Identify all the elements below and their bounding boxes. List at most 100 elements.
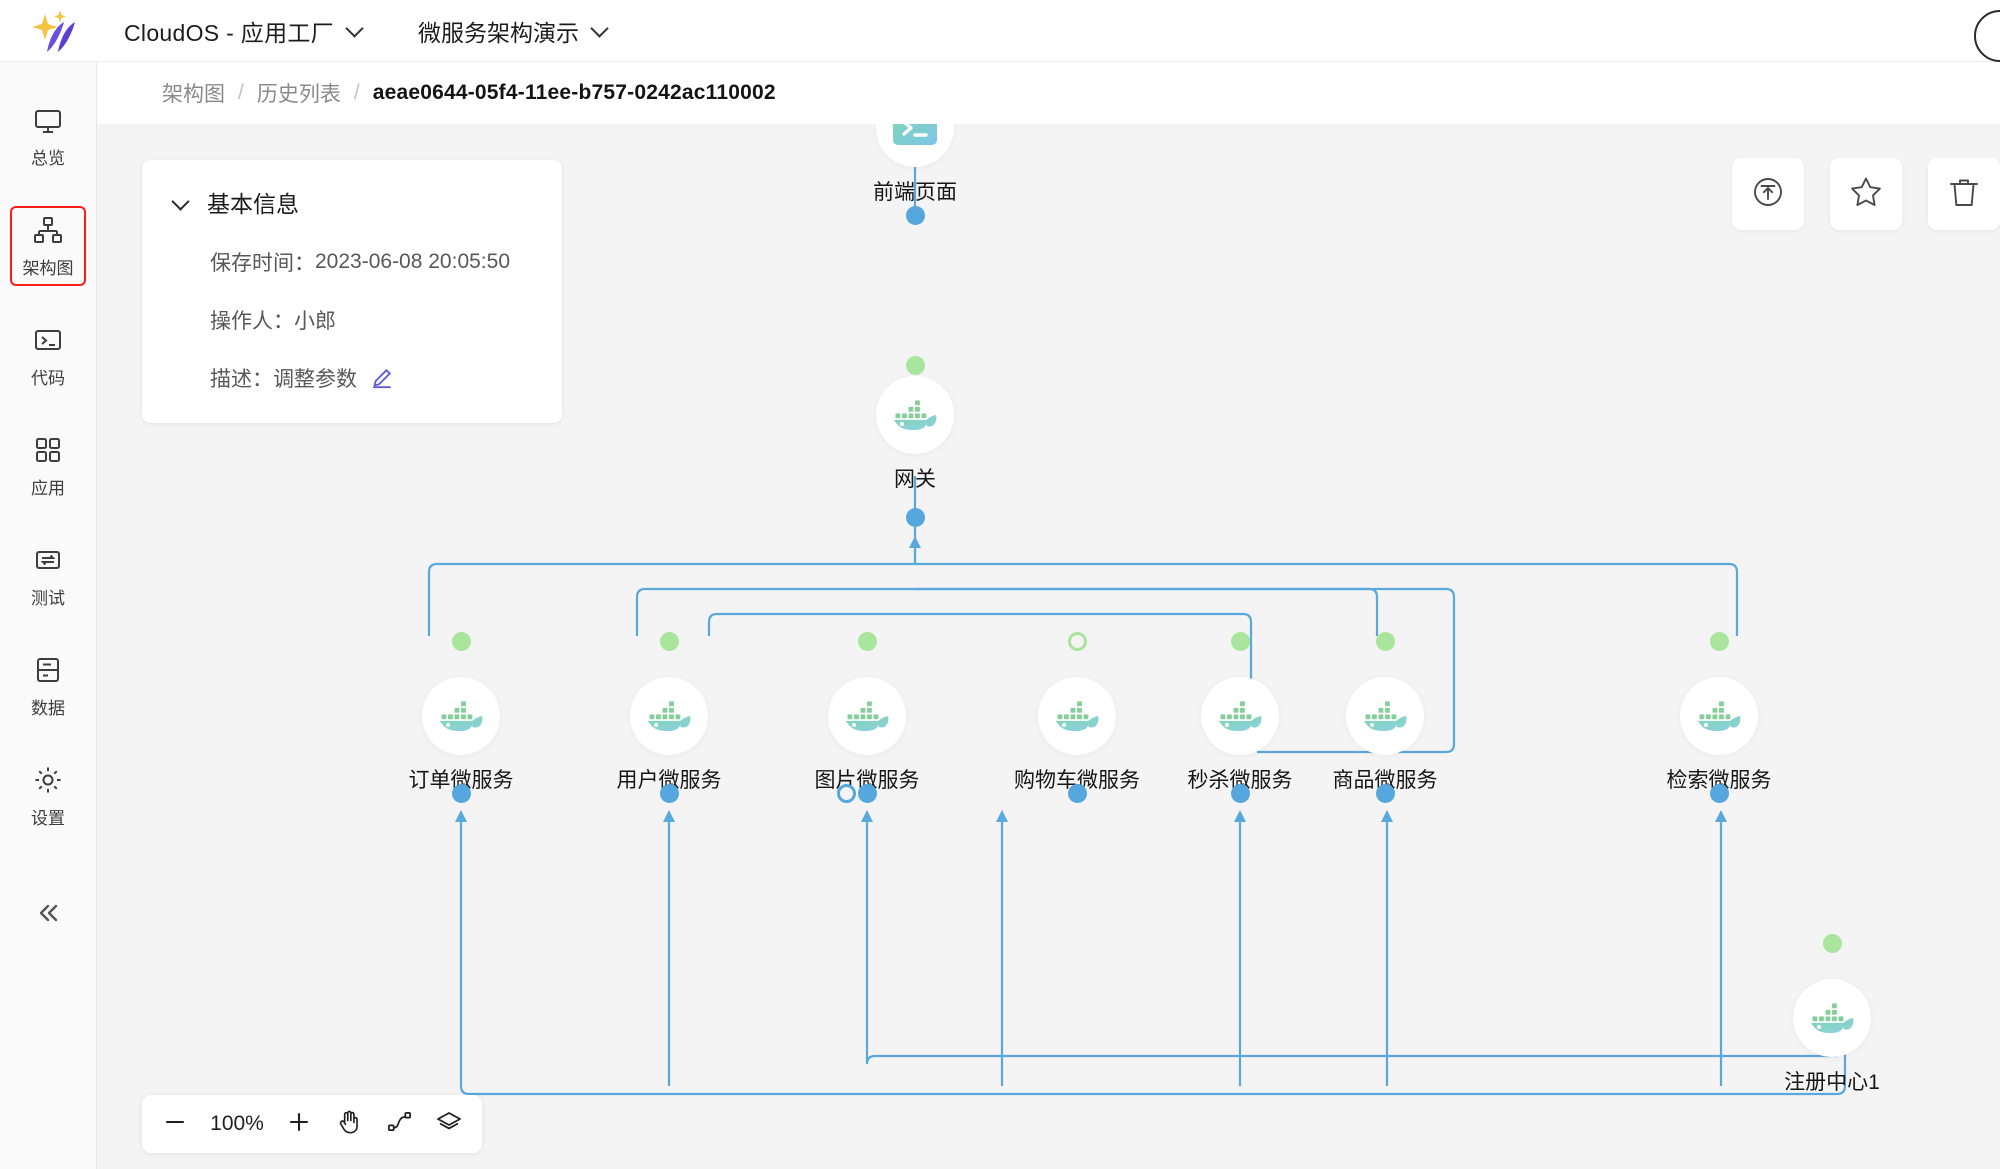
port-in-gateway[interactable] xyxy=(906,356,925,375)
operator-value: 小郎 xyxy=(294,310,336,333)
breadcrumb-bar: 架构图 / 历史列表 / aeae0644-05f4-11ee-b757-024… xyxy=(97,62,2000,124)
sidebar-label: 总览 xyxy=(31,149,65,168)
node-user[interactable]: 用户微服务 xyxy=(594,677,744,794)
port-out-seckill[interactable] xyxy=(1231,784,1250,803)
port-in-image[interactable] xyxy=(858,632,877,651)
breadcrumb-parent[interactable]: 历史列表 xyxy=(256,83,341,106)
sidebar-label: 代码 xyxy=(31,369,65,388)
user-avatar[interactable] xyxy=(1974,10,2000,62)
database-icon xyxy=(31,653,65,687)
node-seckill[interactable]: 秒杀微服务 xyxy=(1165,677,1315,794)
sidebar-item-data[interactable]: 数据 xyxy=(12,648,84,724)
docker-whale-icon xyxy=(841,696,893,736)
description-label: 描述： xyxy=(210,368,273,391)
node-icon-wrap[interactable] xyxy=(630,677,708,755)
pan-tool-button[interactable] xyxy=(324,1099,374,1149)
docker-whale-icon xyxy=(889,395,941,435)
node-gateway[interactable]: 网关 xyxy=(840,376,990,493)
port-in-search[interactable] xyxy=(1710,632,1729,651)
docker-whale-icon xyxy=(643,696,695,736)
product-name: CloudOS - 应用工厂 xyxy=(124,19,334,46)
double-chevron-left-icon xyxy=(31,896,65,935)
canvas-actions xyxy=(1732,158,2000,230)
port-out-gateway[interactable] xyxy=(906,508,925,527)
chevron-down-icon xyxy=(347,21,362,36)
node-icon-wrap[interactable] xyxy=(1038,677,1116,755)
port-in-product[interactable] xyxy=(1376,632,1395,651)
arrow-up-circle-icon xyxy=(1749,173,1787,216)
save-time-label: 保存时间： xyxy=(210,252,315,275)
port-out-cart[interactable] xyxy=(1068,784,1087,803)
node-product[interactable]: 商品微服务 xyxy=(1310,677,1460,794)
node-search[interactable]: 检索微服务 xyxy=(1644,677,1794,794)
port-out-order[interactable] xyxy=(452,784,471,803)
port-out-image[interactable] xyxy=(858,784,877,803)
sidebar-item-architecture[interactable]: 架构图 xyxy=(10,206,86,286)
connector-tool-button[interactable] xyxy=(374,1099,424,1149)
node-frontend[interactable]: 前端页面 xyxy=(840,124,990,206)
port-out-search[interactable] xyxy=(1710,784,1729,803)
terminal-app-icon xyxy=(891,124,939,148)
docker-whale-icon xyxy=(1806,998,1858,1038)
pencil-edit-icon[interactable] xyxy=(371,367,393,389)
node-icon-wrap[interactable] xyxy=(422,677,500,755)
node-label: 订单微服务 xyxy=(408,769,514,792)
basic-info-header[interactable]: 基本信息 xyxy=(172,185,532,219)
restore-button[interactable] xyxy=(1732,158,1804,230)
sidebar: 总览 架构图 代码 应用 xyxy=(0,62,97,1169)
node-label: 商品微服务 xyxy=(1332,769,1438,792)
sidebar-item-test[interactable]: 测试 xyxy=(12,538,84,614)
port-out-product[interactable] xyxy=(1376,784,1395,803)
edge-route-icon xyxy=(386,1108,413,1140)
sidebar-item-overview[interactable]: 总览 xyxy=(12,98,84,174)
port-in-registry1[interactable] xyxy=(1823,934,1842,953)
sidebar-label: 应用 xyxy=(31,479,65,498)
zoom-in-button[interactable] xyxy=(274,1099,324,1149)
diagram-edges xyxy=(427,142,1847,1096)
node-label: 网关 xyxy=(894,468,936,491)
node-icon-wrap[interactable] xyxy=(1680,677,1758,755)
sidebar-collapse-button[interactable] xyxy=(18,890,78,940)
node-cart[interactable]: 购物车微服务 xyxy=(1002,677,1152,794)
node-image[interactable]: 图片微服务 xyxy=(792,677,942,794)
port-in-order[interactable] xyxy=(452,632,471,651)
delete-button[interactable] xyxy=(1928,158,2000,230)
product-switcher[interactable]: CloudOS - 应用工厂 xyxy=(124,14,362,48)
sidebar-item-settings[interactable]: 设置 xyxy=(12,758,84,834)
node-icon-wrap[interactable] xyxy=(876,124,954,167)
sidebar-item-code[interactable]: 代码 xyxy=(12,318,84,394)
project-switcher[interactable]: 微服务架构演示 xyxy=(418,14,607,48)
port-in-seckill[interactable] xyxy=(1231,632,1250,651)
description-value: 调整参数 xyxy=(273,368,357,391)
node-icon-wrap[interactable] xyxy=(876,376,954,454)
node-label: 注册中心1 xyxy=(1784,1071,1880,1094)
docker-whale-icon xyxy=(1214,696,1266,736)
zoom-out-button[interactable] xyxy=(150,1099,200,1149)
layers-button[interactable] xyxy=(424,1099,474,1149)
node-icon-wrap[interactable] xyxy=(1793,979,1871,1057)
grid-icon xyxy=(31,433,65,467)
port-out-frontend[interactable] xyxy=(906,206,925,225)
node-order[interactable]: 订单微服务 xyxy=(386,677,536,794)
save-time-value: 2023-06-08 20:05:50 xyxy=(315,250,510,273)
zoom-level[interactable]: 100% xyxy=(210,1112,264,1135)
breadcrumb-root[interactable]: 架构图 xyxy=(162,83,225,106)
node-icon-wrap[interactable] xyxy=(828,677,906,755)
sidebar-item-apps[interactable]: 应用 xyxy=(12,428,84,504)
node-icon-wrap[interactable] xyxy=(1201,677,1279,755)
node-registry1[interactable]: 注册中心1 xyxy=(1757,979,1907,1096)
node-label: 检索微服务 xyxy=(1666,769,1772,792)
sidebar-label: 数据 xyxy=(31,699,65,718)
favorite-button[interactable] xyxy=(1830,158,1902,230)
sitemap-icon xyxy=(31,213,65,247)
trash-icon xyxy=(1945,173,1983,216)
port-in-cart-hollow[interactable] xyxy=(1068,632,1087,651)
port-out-image-hollow[interactable] xyxy=(837,784,856,803)
basic-info-panel: 基本信息 保存时间： 2023-06-08 20:05:50 操作人： 小郎 描… xyxy=(142,160,562,423)
port-out-user[interactable] xyxy=(660,784,679,803)
node-icon-wrap[interactable] xyxy=(1346,677,1424,755)
hand-icon xyxy=(336,1108,363,1140)
port-in-user[interactable] xyxy=(660,632,679,651)
architecture-canvas[interactable]: 基本信息 保存时间： 2023-06-08 20:05:50 操作人： 小郎 描… xyxy=(97,124,2000,1169)
docker-whale-icon xyxy=(435,696,487,736)
